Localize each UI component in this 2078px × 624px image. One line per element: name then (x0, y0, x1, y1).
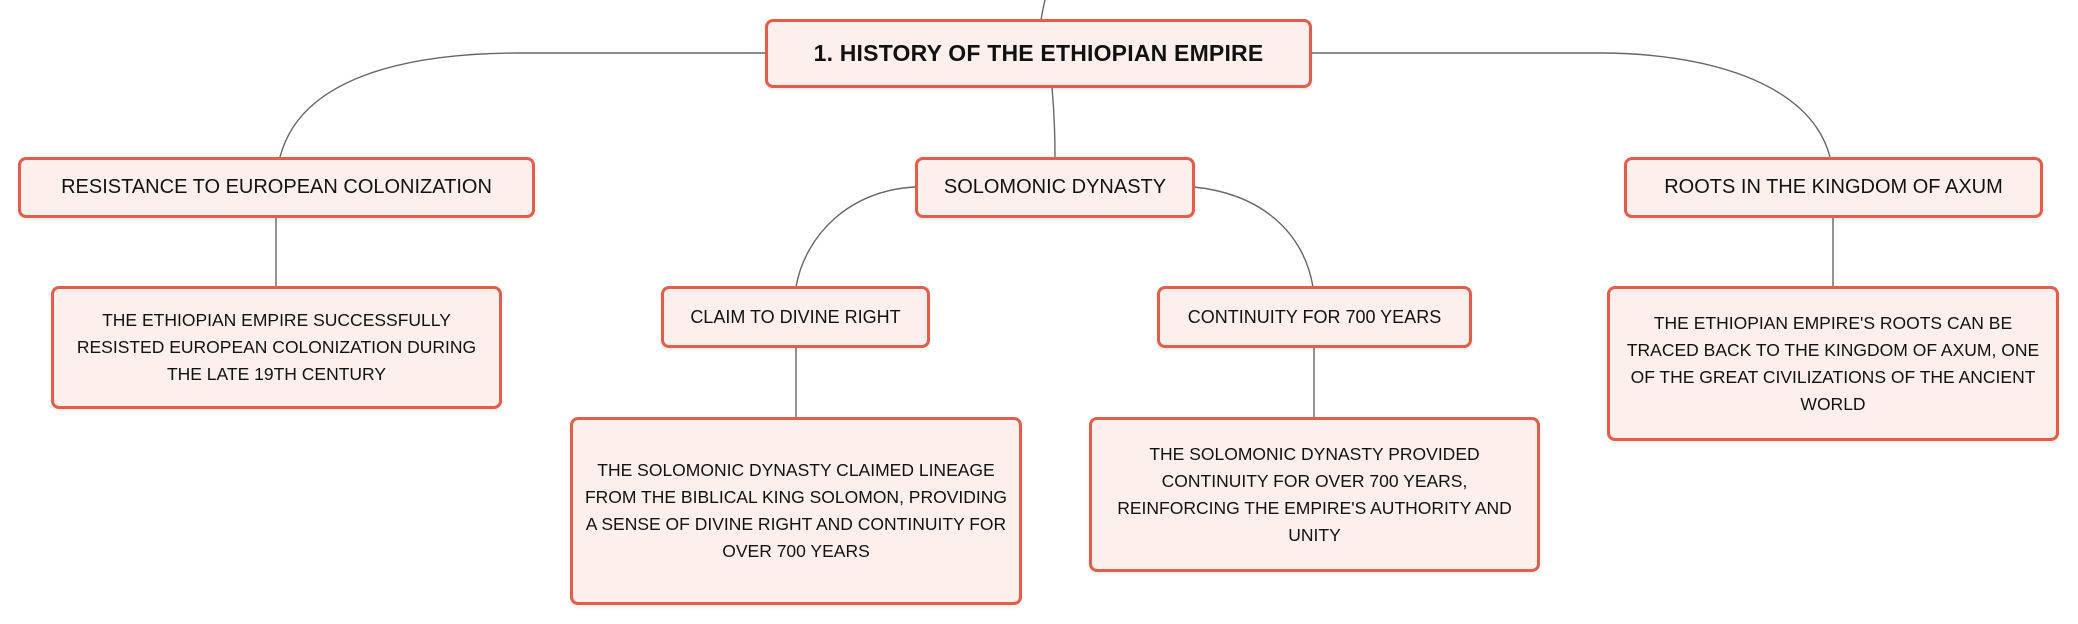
topic-node-axum[interactable]: ROOTS IN THE KINGDOM OF AXUM (1624, 157, 2043, 218)
subtopic-node-continuity[interactable]: CONTINUITY FOR 700 YEARS (1157, 286, 1472, 348)
topic-label-resistance: RESISTANCE TO EUROPEAN COLONIZATION (61, 176, 492, 198)
connector-solomonic-divine (795, 186, 916, 288)
subtopic-label-continuity: CONTINUITY FOR 700 YEARS (1187, 306, 1442, 327)
topic-label-solomonic: SOLOMONIC DYNASTY (943, 176, 1167, 198)
connector-root-axum (1310, 52, 1831, 158)
detail-text-continuity: THE SOLOMONIC DYNASTY PROVIDED CONTINUIT… (1117, 443, 1512, 545)
detail-node-resistance[interactable]: THE ETHIOPIAN EMPIRE SUCCESSFULLY RESIST… (51, 286, 502, 409)
connector-root-resistance (279, 52, 765, 158)
detail-text-divine: THE SOLOMONIC DYNASTY CLAIMED LINEAGE FR… (584, 460, 1008, 561)
subtopic-label-divine: CLAIM TO DIVINE RIGHT (690, 306, 901, 327)
detail-text-axum: THE ETHIOPIAN EMPIRE'S ROOTS CAN BE TRAC… (1626, 312, 2040, 414)
detail-node-divine[interactable]: THE SOLOMONIC DYNASTY CLAIMED LINEAGE FR… (570, 417, 1022, 605)
topic-label-axum: ROOTS IN THE KINGDOM OF AXUM (1664, 176, 2003, 198)
root-node-label: 1. HISTORY OF THE ETHIOPIAN EMPIRE (813, 40, 1264, 66)
detail-node-continuity[interactable]: THE SOLOMONIC DYNASTY PROVIDED CONTINUIT… (1089, 417, 1540, 572)
root-node[interactable]: 1. HISTORY OF THE ETHIOPIAN EMPIRE (765, 19, 1312, 88)
topic-node-resistance[interactable]: RESISTANCE TO EUROPEAN COLONIZATION (18, 157, 535, 218)
connector-to-parent (1040, 0, 1046, 21)
detail-text-resistance: THE ETHIOPIAN EMPIRE SUCCESSFULLY RESIST… (76, 310, 477, 384)
connector-root-solomonic (1051, 86, 1056, 158)
subtopic-node-divine[interactable]: CLAIM TO DIVINE RIGHT (661, 286, 930, 348)
topic-node-solomonic[interactable]: SOLOMONIC DYNASTY (915, 157, 1195, 218)
detail-node-axum[interactable]: THE ETHIOPIAN EMPIRE'S ROOTS CAN BE TRAC… (1607, 286, 2059, 441)
connector-solomonic-continuity (1193, 186, 1314, 288)
